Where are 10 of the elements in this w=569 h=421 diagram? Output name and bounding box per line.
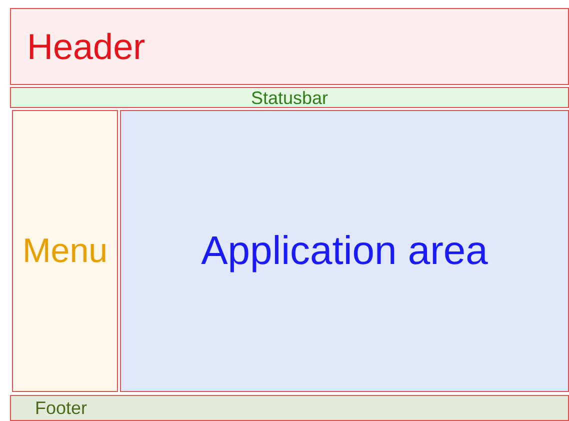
region-label: Header (27, 24, 146, 68)
statusbar-region (10, 87, 569, 108)
menu-region (12, 110, 118, 392)
region-label: Menu (22, 230, 108, 272)
region-label: Footer (35, 399, 88, 417)
footer-region (10, 395, 569, 421)
region-label: Statusbar (250, 88, 328, 106)
header-region (10, 8, 569, 85)
application-area-region (120, 110, 569, 392)
region-label: Application area (201, 228, 488, 275)
